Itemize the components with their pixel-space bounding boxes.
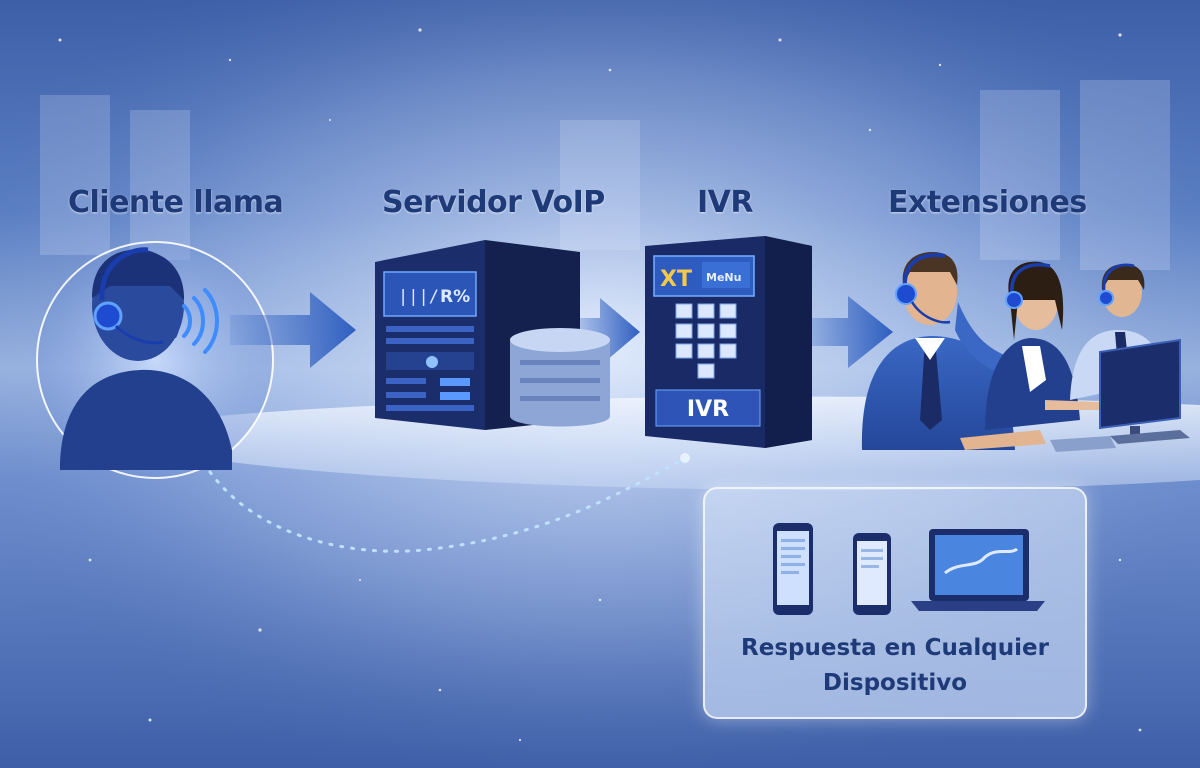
smartphone-icon: [773, 523, 813, 615]
server-screen-left: |||/: [398, 287, 439, 307]
ivr-screen-left: XT: [660, 267, 692, 292]
arrow-ivr-extensions: [800, 296, 893, 368]
laptop-icon: [911, 529, 1045, 611]
headset-icon: [93, 247, 164, 345]
sound-waves-icon: [182, 288, 219, 354]
devices-caption-line1: Respuesta en Cualquier: [741, 635, 1049, 661]
stage-label-caller: Cliente llama: [68, 185, 284, 220]
any-device-panel: Respuesta en Cualquier Dispositivo: [703, 487, 1087, 719]
caller: [36, 241, 274, 479]
server-screen-right: R%: [440, 287, 470, 307]
stage-label-ivr: IVR: [697, 185, 753, 220]
connection-path: [208, 456, 687, 553]
arrow-caller-server: [230, 292, 356, 368]
arrow-server-ivr: [570, 298, 640, 366]
ivr-keypad-icon: XT MeNu IVR: [645, 236, 812, 448]
devices-caption: Respuesta en Cualquier Dispositivo: [705, 631, 1085, 700]
agent-icon: [861, 252, 1190, 452]
server-icon: |||/ R%: [375, 240, 610, 430]
ivr-panel-label: IVR: [687, 397, 729, 422]
ivr-screen-right: MeNu: [706, 271, 741, 284]
devices-caption-line2: Dispositivo: [822, 669, 968, 696]
stage-label-server: Servidor VoIP: [382, 185, 605, 220]
devices-illustration: [773, 523, 1045, 615]
tablet-icon: [853, 533, 891, 615]
stage-label-extensions: Extensiones: [888, 185, 1087, 220]
